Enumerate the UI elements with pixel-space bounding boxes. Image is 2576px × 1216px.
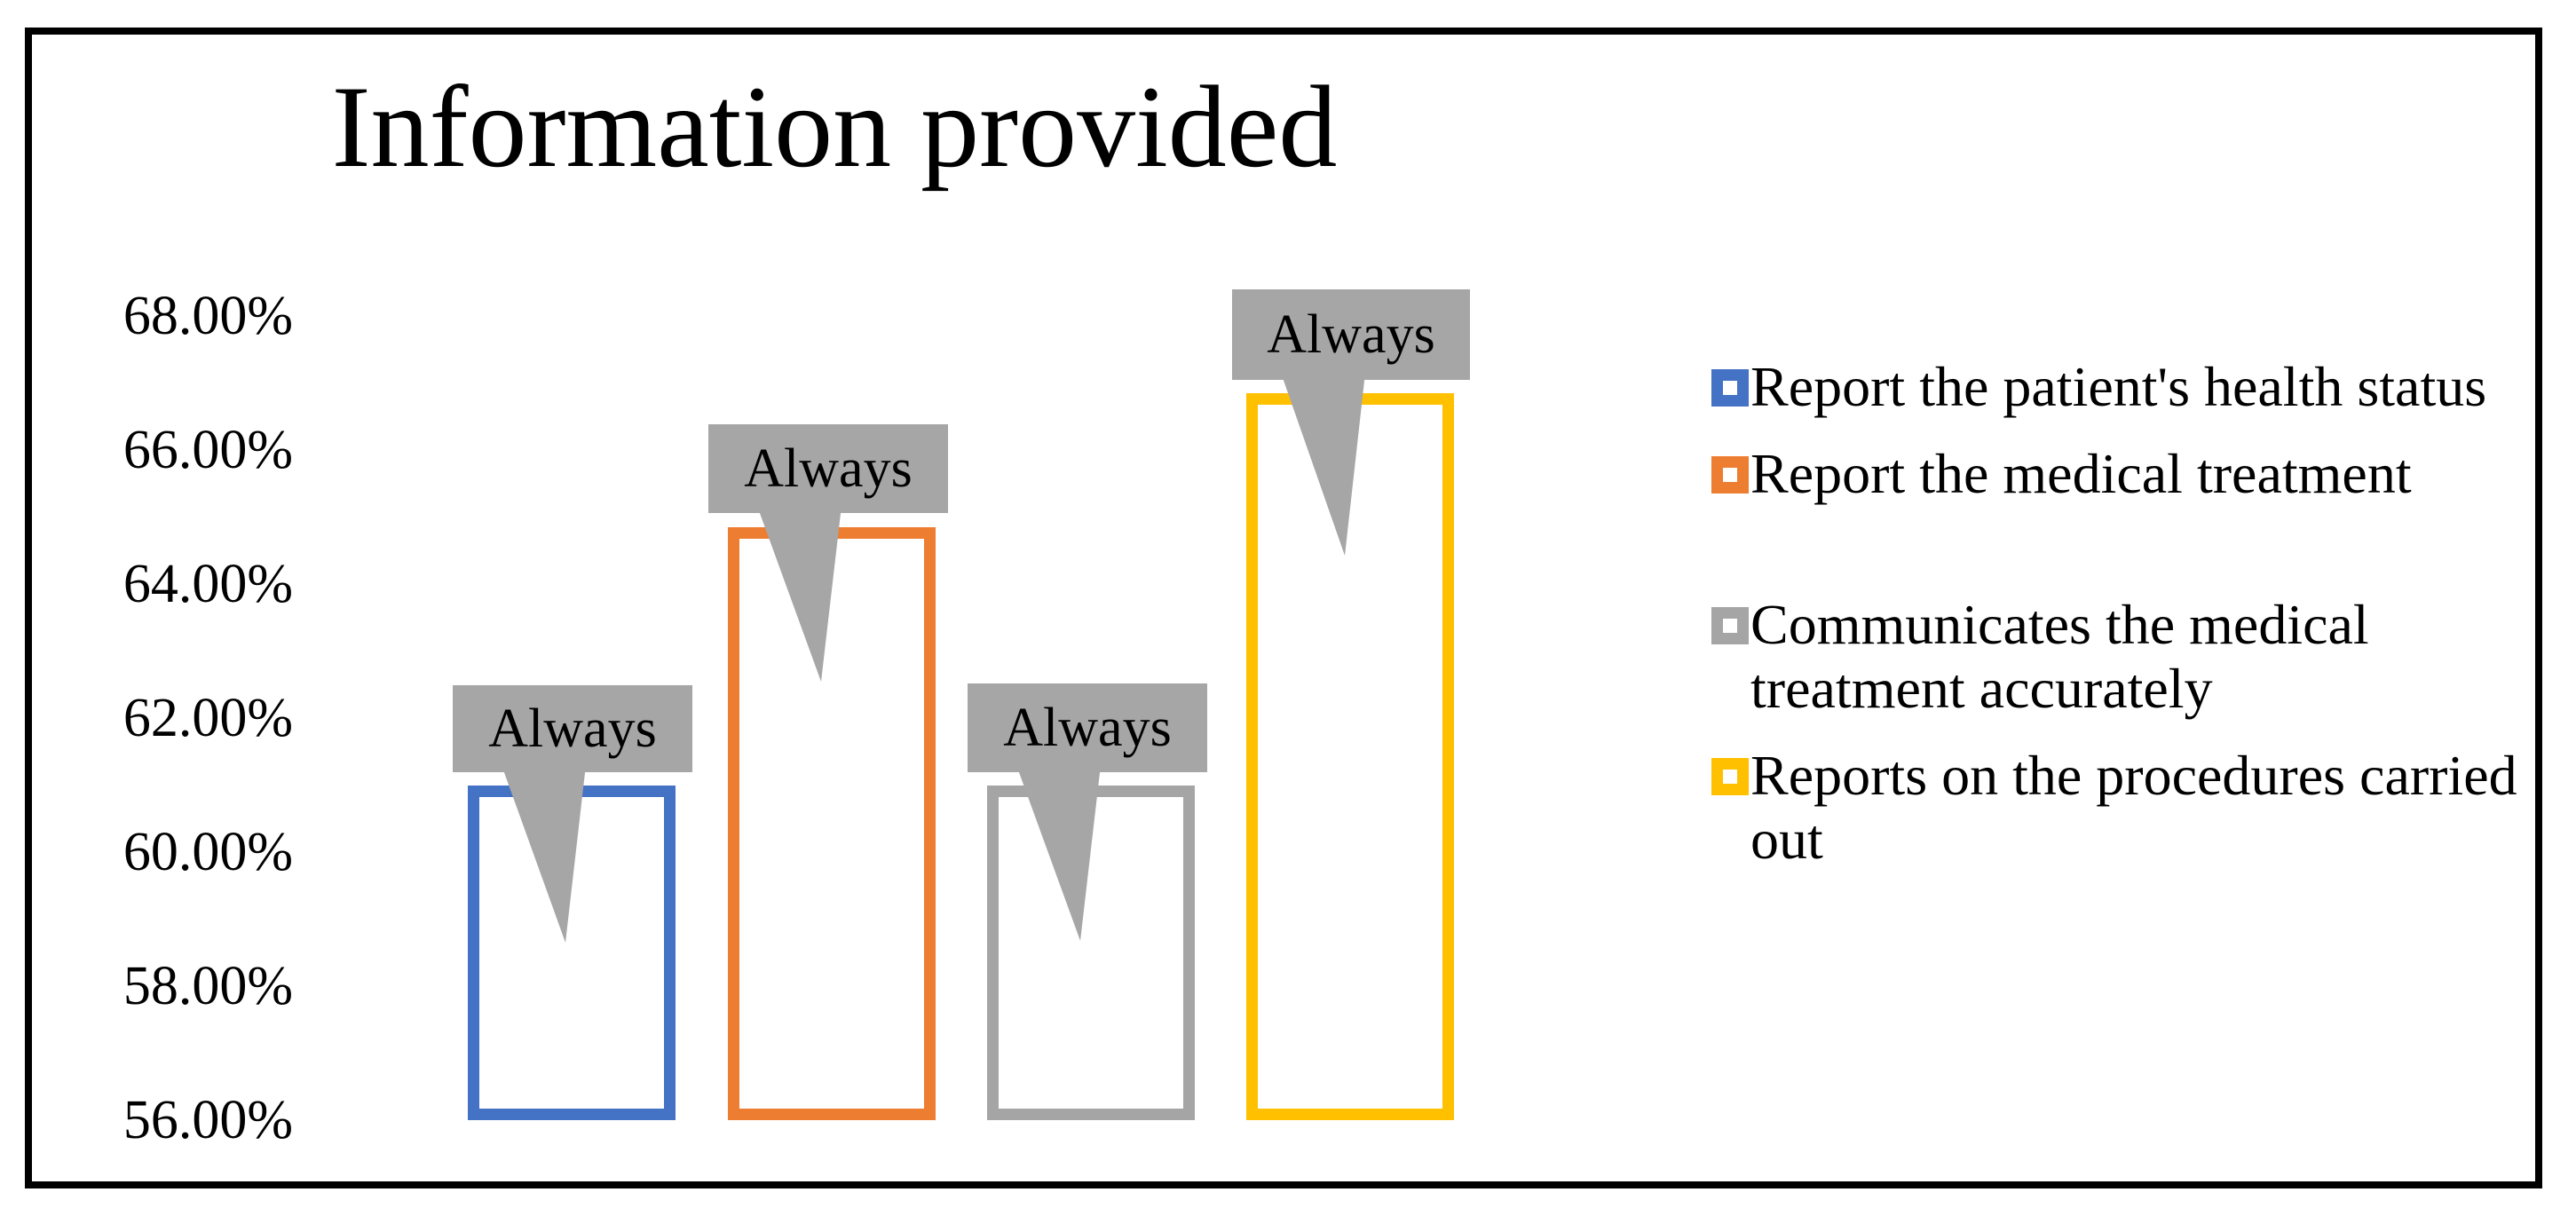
data-label-text: Always: [708, 424, 948, 513]
y-axis-tick-label: 64.00%: [122, 554, 293, 614]
y-axis-tick-label: 68.00%: [122, 286, 293, 346]
y-axis-tick-label: 56.00%: [122, 1090, 293, 1150]
legend-label: Report the patient's health status: [1750, 355, 2487, 418]
legend-item-series-2[interactable]: Report the medical treatment: [1711, 442, 2537, 506]
chart-title: Information provided: [331, 61, 1338, 192]
y-axis-tick-label: 60.00%: [122, 822, 293, 882]
data-label-callout-4: Always: [1232, 289, 1470, 556]
data-label-text: Always: [453, 685, 692, 772]
plot-area: 68.00% 66.00% 64.00% 62.00% 60.00% 58.00…: [0, 0, 1470, 1216]
legend-swatch-icon: [1711, 607, 1749, 644]
legend-swatch-icon: [1711, 369, 1749, 407]
y-axis-tick-label: 62.00%: [122, 688, 293, 748]
callout-tail-icon: [757, 506, 842, 682]
legend-swatch-icon: [1711, 758, 1749, 795]
legend-label: Communicates the medical treatment accur…: [1750, 593, 2369, 720]
legend-item-series-1[interactable]: Report the patient's health status: [1711, 355, 2537, 419]
data-label-callout-3: Always: [968, 683, 1207, 941]
data-label-callout-2: Always: [708, 424, 948, 682]
data-label-text: Always: [1232, 289, 1470, 380]
callout-tail-icon: [502, 765, 586, 943]
data-label-callout-1: Always: [453, 685, 692, 943]
callout-tail-icon: [1281, 373, 1365, 556]
bar-series-2[interactable]: [728, 527, 936, 1120]
legend-item-series-4[interactable]: Reports on the procedures carried out: [1711, 744, 2537, 872]
data-label-text: Always: [968, 683, 1207, 772]
legend-item-series-3[interactable]: Communicates the medical treatment accur…: [1711, 593, 2537, 721]
y-axis-tick-label: 66.00%: [122, 420, 293, 480]
chart-legend: Report the patient's health status Repor…: [1711, 355, 2537, 895]
legend-label: Report the medical treatment: [1750, 442, 2412, 505]
y-axis: 68.00% 66.00% 64.00% 62.00% 60.00% 58.00…: [0, 0, 293, 1216]
callout-tail-icon: [1016, 765, 1101, 941]
legend-swatch-icon: [1711, 456, 1749, 494]
bars-layer: Always Always Always Al: [453, 289, 1470, 1120]
legend-label: Reports on the procedures carried out: [1750, 744, 2517, 871]
chart-frame: [25, 28, 2542, 1188]
bar-series-3[interactable]: [987, 786, 1195, 1120]
y-axis-tick-label: 58.00%: [122, 956, 293, 1016]
